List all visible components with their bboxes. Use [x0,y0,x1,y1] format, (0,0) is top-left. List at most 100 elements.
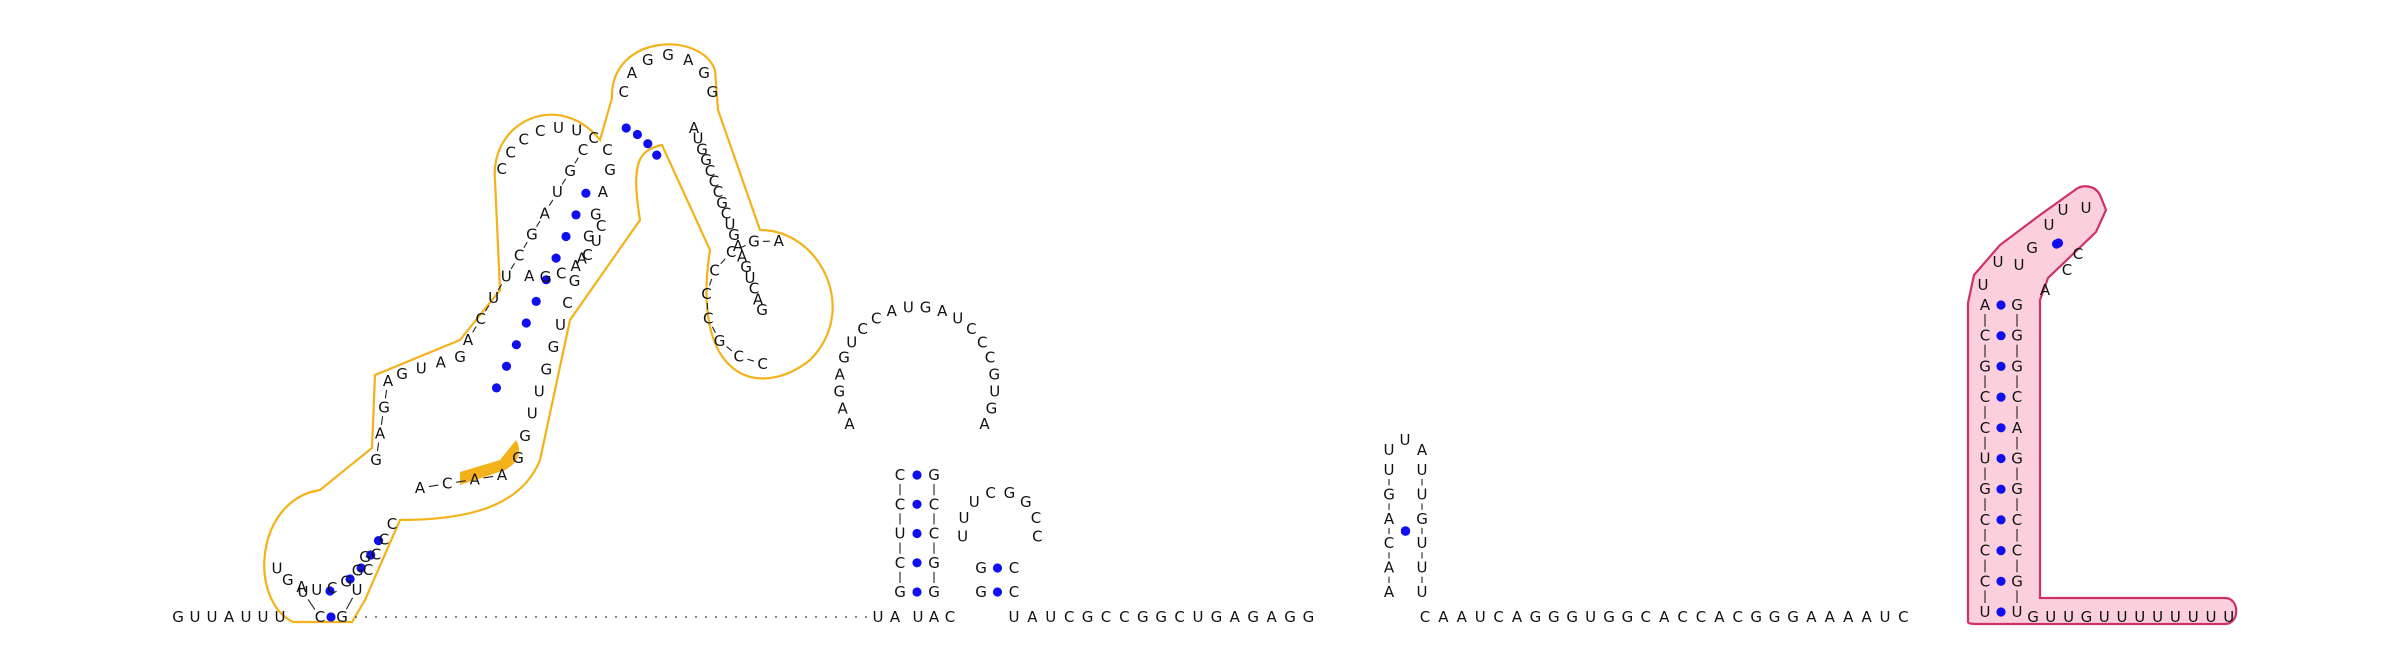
nucleotide-pink-stem-3p-8: C [2012,388,2022,406]
nucleotide-linker-17: G [1303,608,1315,626]
nucleotide-linker2-26: U [1880,608,1891,626]
base-pair-hairpin3-6 [1400,526,1411,536]
nucleotide-hairpin3-loop-3: A [1417,441,1428,459]
nucleotide-top-loop-left-4: C [535,122,545,140]
nucleotide-small-hairpin-lead-2: A [929,608,940,626]
nucleotide-right-loop-5: C [701,285,711,303]
backbone-segment-domain-4 [384,389,388,399]
nucleotide-linker-5: G [1082,608,1094,626]
nucleotide-top-loop-left-8: C [602,141,612,159]
nucleotide-right-arm-8: G [716,194,728,212]
nucleotide-right-arm-18: G [756,301,768,319]
nucleotide-right-loop-3: C [726,243,736,261]
nucleotide-linker2-2: A [1438,608,1449,626]
base-pair-pink-stem-8 [1996,392,2006,402]
nucleotide-mid-hairpin-loop-3: G [833,382,845,400]
nucleotide-right-loop-9: C [757,355,767,373]
nucleotide-pink-stem-top-5p-1: G [2026,239,2038,257]
nucleotide-right-arm-5: C [705,162,715,180]
nucleotide-pink-stem-5p-5: G [1979,480,1991,498]
highlight-outline-left-domain [263,43,834,624]
nucleotide-right-arm-4: G [700,151,712,169]
nucleotide-mid-hairpin-3p-3: C [929,525,939,543]
nucleotide-linker2-3: A [1457,608,1468,626]
nucleotide-mid-hairpin-loop-14: C [966,320,976,338]
nucleotide-pink-stem-3p-6: G [2011,450,2023,468]
nucleotide-mid-hairpin-loop-15: C [977,333,987,351]
nucleotide-5prime-1: G [172,608,184,626]
nucleotide-linker-11: U [1193,608,1204,626]
nucleotide-small-hairpin-loop-7: C [1031,509,1041,527]
nucleotide-right-arm-6: C [709,173,719,191]
nucleotide-right-arm-14: G [740,258,752,276]
nucleotide-top-loop-left-1: C [496,160,506,178]
nucleotide-long-stem-3p-14: G [604,161,616,179]
nucleotide-linker2-5: C [1493,608,1503,626]
nucleotide-long-stem-3p-5: G [540,360,552,378]
nucleotide-inner-loop-1: C [596,217,606,235]
nucleotide-linker2-25: A [1861,608,1872,626]
base-pair-outer-left-1 [325,586,335,596]
nucleotide-pink-stem-3p-1: U [2012,603,2023,621]
nucleotide-pink-stem-3p-5: G [2011,480,2023,498]
base-pair-long-stem-9 [571,210,581,220]
nucleotide-linker2-7: G [1530,608,1542,626]
backbone-segment-domain-11 [711,326,716,334]
nucleotide-long-stem-5p-5: C [514,247,524,265]
nucleotide-pink-stem-3p-10: G [2011,327,2023,345]
nucleotide-ac-junction-2: C [442,475,452,493]
nucleotide-pink-stem-5p-6: U [1980,450,1991,468]
nucleotide-linker-6: C [1101,608,1111,626]
nucleotide-junction-left-4: A [383,372,394,390]
nucleotide-inner-loop-6: G [540,268,552,286]
nucleotide-long-stem-3p-9: G [569,272,581,290]
nucleotide-pink-stem-top-5p-2: U [2044,216,2055,234]
nucleotide-pink-stem-5p-2: C [1980,572,1990,590]
nucleotide-right-arm-7: C [713,183,723,201]
nucleotide-mid-hairpin-lead-2: A [890,608,901,626]
nucleotide-small-hairpin-loop-3: U [969,493,980,511]
nucleotide-linker2-18: C [1733,608,1743,626]
base-pair-small-hairpin-1 [992,563,1003,573]
nucleotide-pink-bulge-5p-2: U [1993,253,2004,271]
nucleotide-right-arm-16: C [749,280,759,298]
nucleotide-hairpin3-5p-4: A [1384,510,1395,528]
nucleotide-linker2-6: A [1512,608,1523,626]
nucleotide-linker-3: U [1045,608,1056,626]
backbone-segment-domain-6 [536,220,541,227]
base-pair-pink-stem-9 [1996,361,2006,371]
nucleotide-tail-3prime-1: G [2027,608,2039,626]
backbone-segment-domain-11 [739,244,746,249]
base-pair-top-stem-1 [621,123,631,133]
nucleotide-top-loop-6: G [698,64,710,82]
backbone-segment-domain-4 [376,442,380,452]
nucleotide-stem1-loop-5: C [327,579,337,597]
nucleotide-5prime-5: U [241,608,252,626]
nucleotide-right-arm-2: U [693,130,704,148]
nucleotide-mid-hairpin-loop-16: C [985,349,995,367]
backbone-layer [307,157,2018,618]
nucleotide-stem1-loop-6: G [340,572,352,590]
nucleotide-stem1-loop-4: U [311,581,322,599]
nucleotide-mid-hairpin-5p-2: C [895,495,905,513]
nucleotide-hairpin3-3p-5: U [1417,559,1428,577]
nucleotide-right-arm-1: A [689,119,700,137]
nucleotide-pink-stem-top-3p-2: C [2062,261,2072,279]
nucleotide-stem1-loop-7: G [352,562,364,580]
nucleotide-top-loop-left-2: C [505,144,515,162]
backbone-segment-domain-6 [561,178,567,185]
nucleotide-stem1-loop-3: A [296,578,307,596]
nucleotide-right-arm-3: G [696,140,708,158]
nucleotide-long-stem-3p-3: U [527,405,538,423]
nucleotide-pink-stem-top-3p-1: C [2073,245,2083,263]
base-pair-stem1-4 [373,536,384,546]
nucleotide-top-loop-left-5: U [553,119,564,137]
nucleotide-mid-hairpin-loop-17: G [988,365,1000,383]
nucleotide-stem1-right-2: C [371,546,381,564]
nucleotide-small-hairpin-lead-1: U [913,608,924,626]
nucleotide-pink-stem-3p-3: C [2012,542,2022,560]
base-pair-mid-hairpin-3 [912,528,922,539]
base-pair-layer [325,123,2064,622]
